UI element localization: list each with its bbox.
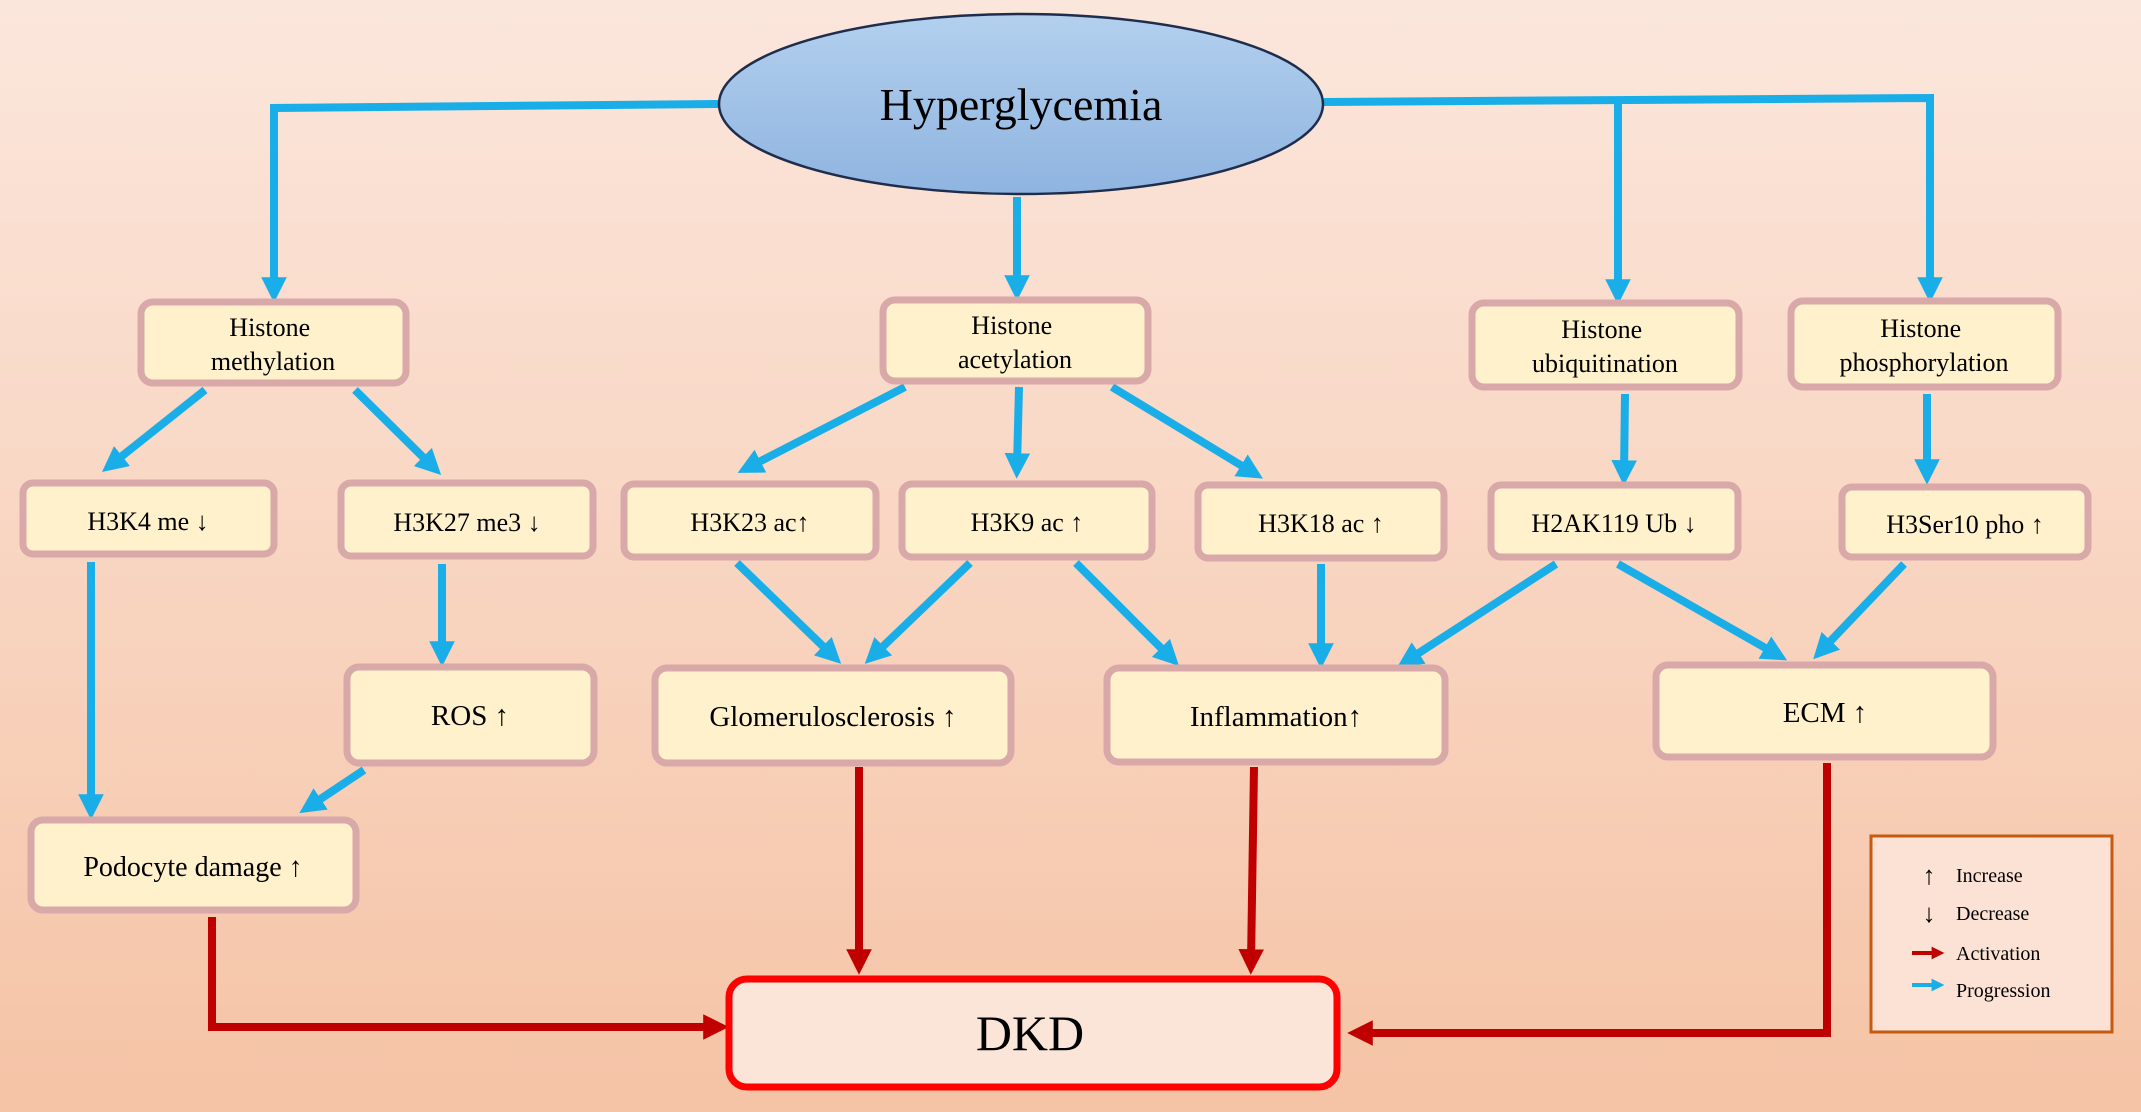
legend-increase-symbol: ↑ <box>1923 861 1936 890</box>
mark-h3k18-label: H3K18 ac ↑ <box>1258 509 1384 538</box>
mark-h2ak119-box: H2AK119 Ub ↓ <box>1487 481 1742 561</box>
category-ubiquitination-box: Histone ubiquitination <box>1468 299 1743 391</box>
dkd-node: DKD <box>725 975 1341 1091</box>
category-phosphorylation-box: Histone phosphorylation <box>1787 297 2062 391</box>
legend-increase-label: Increase <box>1956 865 2023 887</box>
category-ubiquitination-line1: Histone <box>1561 315 1642 344</box>
mark-h3k27-label: H3K27 me3 ↓ <box>393 508 540 537</box>
category-acetylation-box: Histone acetylation <box>879 296 1152 385</box>
legend-progression-label: Progression <box>1956 980 2050 1002</box>
effect-glomerulosclerosis-label: Glomerulosclerosis ↑ <box>709 701 956 733</box>
mark-h3k23-box: H3K23 ac↑ <box>620 480 880 561</box>
mark-h3k9-box: H3K9 ac ↑ <box>898 480 1156 561</box>
effect-inflammation-label: Inflammation↑ <box>1190 701 1362 733</box>
arrow-ubiquitination-to-h2ak119 <box>1611 393 1637 486</box>
mark-h3ser10-label: H3Ser10 pho ↑ <box>1886 510 2043 539</box>
category-acetylation-line1: Histone <box>971 311 1052 340</box>
svg-text:Histone ubiquitination: Histone ubiquitination <box>1532 315 1678 378</box>
category-acetylation-line2: acetylation <box>958 345 1072 374</box>
category-phosphorylation-line2: phosphorylation <box>1840 348 2009 377</box>
effect-ecm-label: ECM ↑ <box>1783 697 1868 729</box>
progression-arrows <box>78 93 1943 820</box>
arrow-podocyte-to-dkd <box>208 917 729 1040</box>
arrow-h3ser10-to-ecm <box>1813 561 1907 660</box>
category-ubiquitination-line2: ubiquitination <box>1532 349 1678 378</box>
arrow-h3k23-to-glomerulosclerosis <box>734 560 842 664</box>
svg-text:Histone acetylation: Histone acetylation <box>958 311 1072 374</box>
arrow-methylation-to-h3k4 <box>101 386 208 472</box>
effect-ecm-box: ECM ↑ <box>1652 661 1997 761</box>
effect-ros-box: ROS ↑ <box>343 663 598 767</box>
effect-ros-label: ROS ↑ <box>431 700 509 732</box>
mark-h3k23-label: H3K23 ac↑ <box>690 508 809 537</box>
arrow-h2ak119-to-ecm <box>1616 560 1788 661</box>
arrow-h3k9-to-inflammation <box>1073 560 1180 667</box>
effect-podocyte-box: Podocyte damage ↑ <box>27 816 360 914</box>
legend-activation-label: Activation <box>1956 943 2040 965</box>
arrow-acetylation-to-h3k9 <box>1004 386 1031 479</box>
mark-h3k4-box: H3K4 me ↓ <box>19 479 278 558</box>
mark-h3ser10-box: H3Ser10 pho ↑ <box>1838 483 2092 561</box>
arrow-root-to-ubiquitination <box>1323 93 1943 303</box>
mark-h2ak119-label: H2AK119 Ub ↓ <box>1531 509 1696 538</box>
arrow-acetylation-to-h3k23 <box>737 383 907 473</box>
effect-podocyte-label: Podocyte damage ↑ <box>83 852 302 883</box>
svg-text:Histone methylation: Histone methylation <box>211 313 335 376</box>
legend: ↑ Increase ↓ Decrease Activation Progres… <box>1869 834 2114 1034</box>
effect-glomerulosclerosis-box: Glomerulosclerosis ↑ <box>651 664 1015 767</box>
mark-h3k18-box: H3K18 ac ↑ <box>1194 481 1448 562</box>
legend-decrease-symbol: ↓ <box>1923 899 1936 928</box>
arrow-methylation-to-h3k27 <box>352 387 442 475</box>
category-methylation-box: Histone methylation <box>137 298 410 387</box>
hyperglycemia-label: Hyperglycemia <box>880 79 1163 130</box>
arrow-h3k9-to-glomerulosclerosis <box>864 560 973 664</box>
effect-inflammation-box: Inflammation↑ <box>1103 664 1449 766</box>
arrow-ecm-to-dkd <box>1347 763 1831 1046</box>
arrow-inflammation-to-dkd <box>1238 766 1264 975</box>
arrow-root-to-methylation <box>261 100 719 303</box>
mark-h3k27-box: H3K27 me3 ↓ <box>337 479 597 560</box>
category-phosphorylation-line1: Histone <box>1880 314 1961 343</box>
svg-text:Histone phosphorylation: Histone phosphorylation <box>1840 314 2009 377</box>
dkd-label: DKD <box>976 1005 1084 1061</box>
mark-h3k9-label: H3K9 ac ↑ <box>971 508 1084 537</box>
legend-decrease-label: Decrease <box>1956 903 2029 925</box>
mark-h3k4-label: H3K4 me ↓ <box>87 507 208 536</box>
category-methylation-line2: methylation <box>211 347 335 376</box>
arrow-ros-to-podocyte <box>299 766 367 814</box>
arrow-h2ak119-to-inflammation <box>1397 560 1559 667</box>
activation-arrows <box>208 763 1831 1046</box>
hyperglycemia-node: Hyperglycemia <box>717 12 1325 196</box>
category-methylation-line1: Histone <box>229 313 310 342</box>
arrow-acetylation-to-h3k18 <box>1109 383 1263 479</box>
